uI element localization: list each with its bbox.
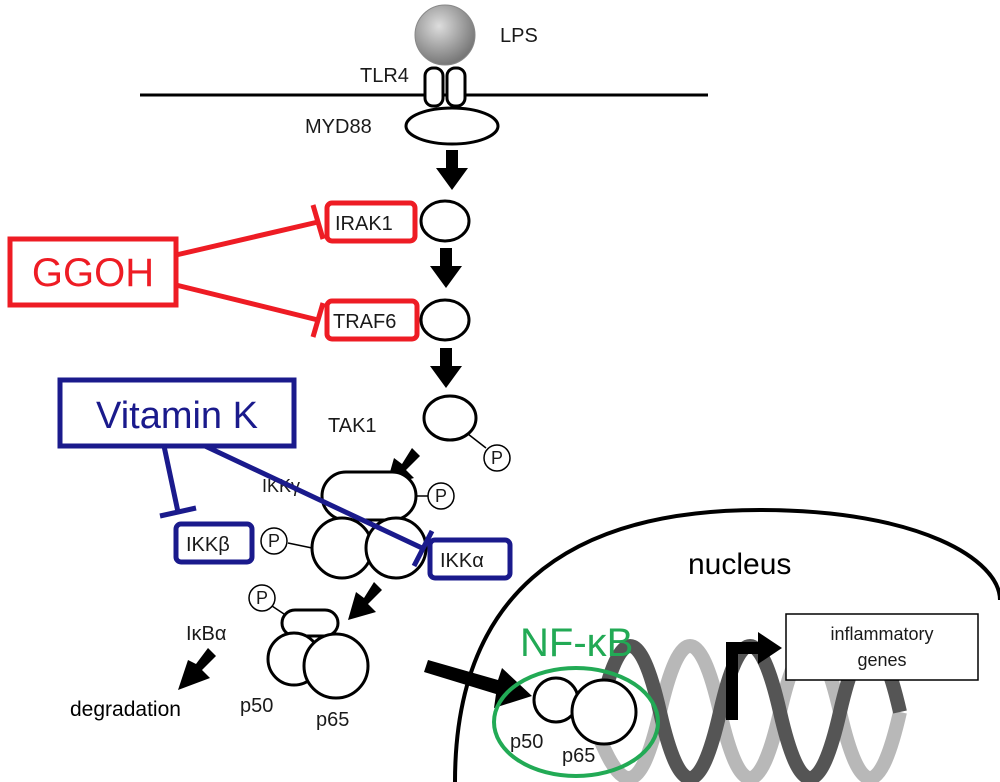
vitamin-k-inhibit-ikka-line	[203, 443, 424, 551]
ggoh-inhibit-irak1-bar	[310, 204, 326, 240]
vitamin-k-inhibit-ikkb-bar	[159, 505, 197, 519]
ikba-phospho	[248, 584, 276, 612]
irak1-box	[324, 200, 418, 244]
nucleus-label: nucleus	[688, 548, 791, 581]
ggoh-label: GGOH	[32, 251, 154, 295]
tak1-phospho-link	[467, 433, 487, 449]
p65-cytoplasmic-label: p65	[316, 709, 349, 731]
arrow-ikk-ikba	[348, 582, 382, 620]
tak1-phospho-label: P	[491, 448, 503, 468]
ikkg-protein	[320, 470, 418, 522]
tlr4-receptor-left	[423, 66, 445, 108]
traf6-protein	[419, 298, 471, 342]
ikba-protein	[280, 608, 340, 638]
ikkb-protein	[310, 516, 374, 580]
vitamin-k-box	[57, 377, 297, 449]
ggoh-box	[7, 236, 179, 308]
ikka-label: IKKα	[440, 550, 484, 572]
myd88-protein	[404, 106, 500, 146]
ikba-phospho-link	[271, 605, 285, 615]
nfkb-highlight-ring	[492, 666, 660, 778]
tak1-protein	[422, 394, 478, 442]
traf6-label: TRAF6	[333, 311, 396, 333]
inflammatory-genes-line1: inflammatory	[830, 624, 933, 644]
p65-nuclear	[570, 678, 638, 746]
p65-nuclear-label: p65	[562, 745, 595, 767]
ggoh-inhibit-traf6-bar	[310, 302, 326, 338]
ikkg-phospho-label: P	[435, 486, 447, 506]
nfkb-label: NF-κB	[520, 621, 633, 665]
irak1-protein	[419, 199, 471, 243]
inflammatory-genes-line2: genes	[857, 650, 906, 670]
arrow-degradation	[178, 648, 216, 690]
ggoh-inhibit-traf6-line	[175, 282, 319, 323]
tlr4-receptor-right	[445, 66, 467, 108]
ikkg-phospho	[427, 482, 455, 510]
p65-cytoplasmic	[302, 632, 370, 700]
p50-cytoplasmic-label: p50	[240, 695, 273, 717]
ggoh-inhibit-irak1-line	[175, 219, 319, 258]
irak1-label: IRAK1	[335, 213, 393, 235]
myd88-label: MYD88	[305, 116, 372, 138]
ikka-box	[427, 537, 513, 581]
lps-molecule	[414, 4, 476, 66]
tak1-phospho	[483, 444, 511, 472]
ikkb-phospho	[260, 527, 288, 555]
ikkb-box	[173, 521, 255, 565]
ikkb-phospho-label: P	[268, 531, 280, 551]
p50-nuclear-label: p50	[510, 731, 543, 753]
ikkb-phospho-link	[287, 542, 313, 549]
traf6-box	[324, 298, 420, 342]
lps-label: LPS	[500, 25, 538, 47]
arrow-irak1-traf6	[430, 248, 462, 288]
ikba-label: IκBα	[186, 623, 226, 645]
tak1-label: TAK1	[328, 415, 377, 437]
vitamin-k-inhibit-ikka-bar	[411, 529, 435, 568]
degradation-label: degradation	[70, 698, 181, 721]
transcription-arrow-head	[758, 632, 782, 664]
nuclear-envelope	[453, 507, 1000, 782]
arrow-traf6-tak1	[430, 348, 462, 388]
ikkg-label: IKKγ	[262, 476, 300, 496]
inflammatory-genes-box	[785, 613, 979, 681]
arrow-myd88-irak1	[436, 150, 468, 190]
vitamin-k-inhibit-ikkb-line	[161, 445, 181, 513]
tlr4-label: TLR4	[360, 65, 409, 87]
ikkb-label: IKKβ	[186, 534, 230, 556]
ikba-phospho-label: P	[256, 588, 268, 608]
vitamin-k-label: Vitamin K	[96, 395, 258, 437]
